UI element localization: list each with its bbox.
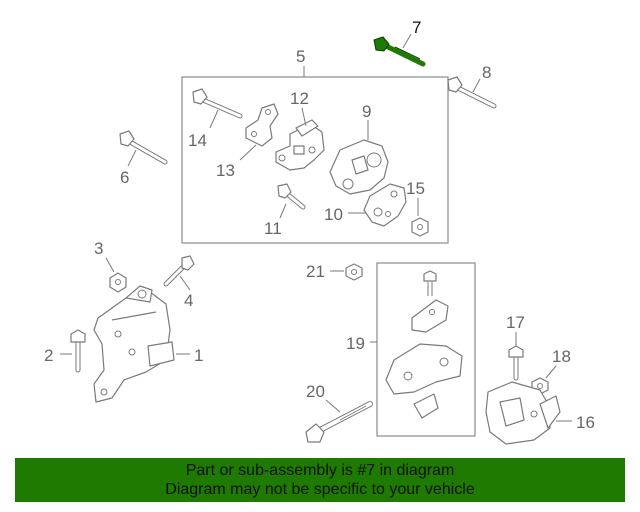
callout-3: 3	[94, 239, 103, 258]
callout-14: 14	[188, 131, 207, 150]
callout-2: 2	[44, 346, 53, 365]
banner-line-2: Diagram may not be specific to your vehi…	[165, 481, 475, 498]
part-3-nut[interactable]	[105, 257, 127, 293]
callout-7: 7	[412, 18, 421, 37]
part-17-bolt[interactable]	[508, 332, 524, 381]
part-2-bolt[interactable]	[60, 329, 86, 373]
part-11-bolt[interactable]	[277, 183, 306, 219]
part-16-mount[interactable]	[485, 381, 572, 445]
part-14-bolt[interactable]	[192, 88, 243, 129]
part-6-bolt[interactable]	[119, 130, 168, 167]
callout-13: 13	[216, 161, 235, 180]
part-8-bolt[interactable]	[447, 76, 497, 109]
callout-12: 12	[290, 89, 309, 108]
callout-15: 15	[406, 179, 425, 198]
callout-11: 11	[264, 219, 282, 238]
part-20-bolt[interactable]	[305, 399, 373, 443]
part-12-bracket[interactable]	[275, 107, 325, 171]
part-13-bracket[interactable]	[239, 103, 279, 161]
part-7-bolt[interactable]	[373, 33, 426, 67]
group-5-frame	[181, 76, 449, 244]
callout-4: 4	[184, 291, 193, 310]
part-9-mount[interactable]	[329, 120, 389, 195]
callout-21: 21	[306, 262, 325, 281]
callout-1: 1	[194, 346, 203, 365]
callout-5: 5	[296, 47, 305, 66]
info-banner: Part or sub-assembly is #7 in diagram Di…	[15, 458, 625, 502]
part-4-stud[interactable]	[163, 255, 195, 291]
callout-8: 8	[482, 63, 491, 82]
part-15-nut[interactable]	[411, 198, 429, 237]
group-19-frame	[376, 262, 476, 437]
banner-line-1: Part or sub-assembly is #7 in diagram	[185, 462, 455, 479]
callout-17: 17	[506, 313, 525, 332]
callout-19: 19	[346, 334, 365, 353]
callout-16: 16	[576, 413, 595, 432]
callout-20: 20	[306, 382, 325, 401]
callout-18: 18	[552, 347, 571, 366]
part-19-assembly[interactable]	[385, 270, 463, 419]
callout-10: 10	[324, 205, 343, 224]
part-10-bracket[interactable]	[348, 183, 407, 227]
callout-9: 9	[362, 102, 371, 121]
callout-6: 6	[120, 168, 129, 187]
part-1-bracket[interactable]	[93, 285, 190, 403]
part-21-nut[interactable]	[330, 263, 363, 281]
